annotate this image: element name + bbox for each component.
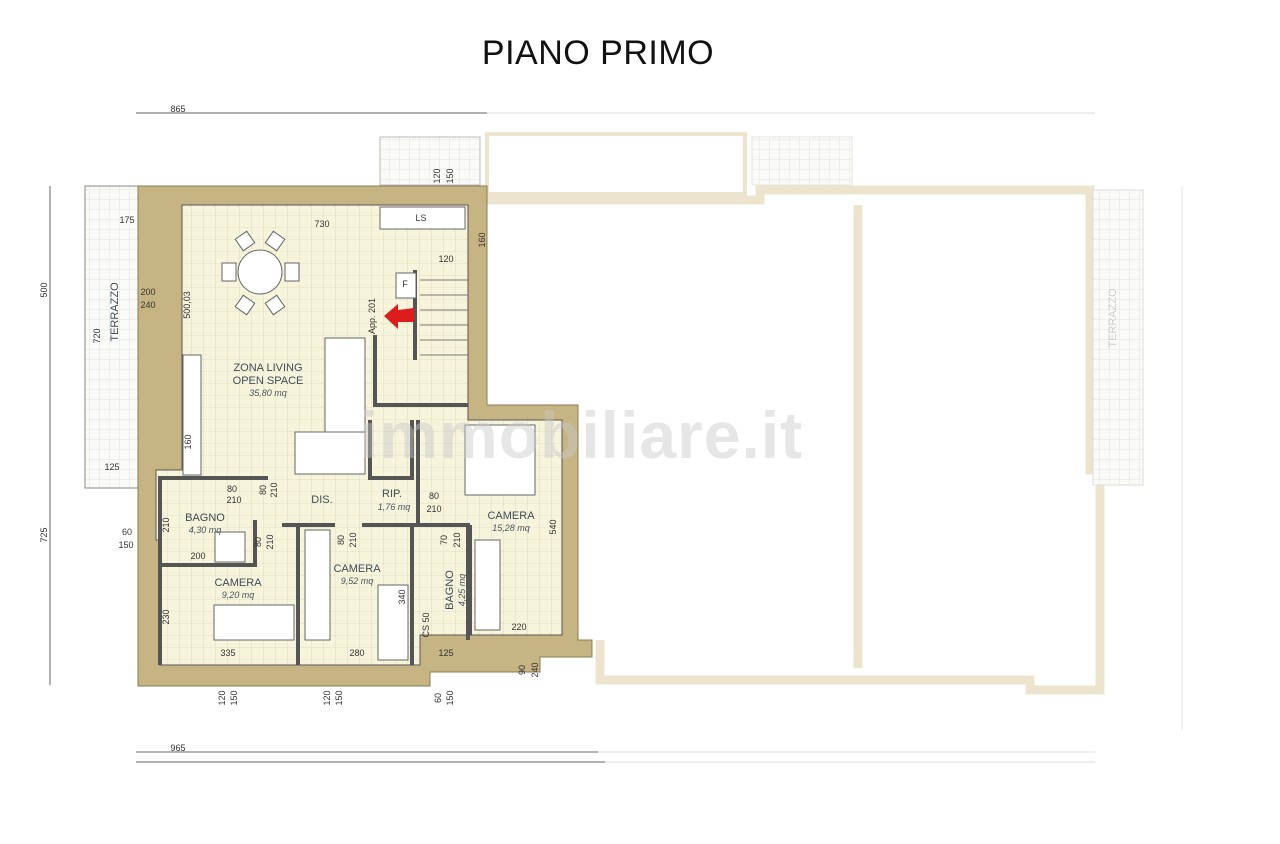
dim-door-h: 210 (348, 532, 358, 548)
interior-walls (158, 270, 472, 665)
room-living-area: 35,80 mq (249, 388, 287, 398)
dim-living-w: 730 (314, 219, 330, 229)
dim-window: 120 (322, 690, 332, 706)
apartment-number: App. 201 (367, 297, 377, 335)
dim-living-h: 500,03 (182, 291, 192, 319)
dim-bagno-200: 200 (190, 551, 206, 561)
fridge-label: F (402, 279, 408, 289)
cs-label: CS 50 (421, 612, 431, 638)
dim-top-total: 865 (170, 104, 186, 114)
dim-door-w: 80 (336, 534, 346, 546)
dim-kitchen-120: 120 (438, 254, 454, 264)
dim-bagno-210: 210 (161, 517, 171, 533)
dim-left-60: 60 (121, 527, 133, 537)
dim-top-win-a: 120 (432, 168, 442, 184)
dim-cam2-335: 335 (220, 648, 236, 658)
balcony-right (751, 136, 853, 186)
dim-terr-len: 720 (92, 328, 102, 344)
dimension-lines (49, 112, 1183, 763)
dim-left-upper: 500 (39, 282, 49, 298)
room-bagno2-name: BAGNO (444, 570, 456, 610)
stairs (420, 279, 468, 356)
dim-window: 120 (217, 690, 227, 706)
dim-cam2-230: 230 (161, 609, 171, 625)
dim-cam3-280: 280 (349, 648, 365, 658)
room-camera3-name: CAMERA (333, 563, 381, 575)
right-terrace (1092, 189, 1144, 486)
room-bagno2-area: 4,25 mq (457, 573, 467, 607)
dim-left-150: 150 (118, 540, 134, 550)
dim-window: 60 (433, 692, 443, 704)
dim-door-h: 210 (226, 495, 242, 505)
watermark: immobiliare.it (360, 398, 804, 472)
dim-door-w: 70 (439, 534, 449, 546)
entry-arrow-icon (384, 304, 414, 329)
dim-window: 90 (517, 664, 527, 676)
dim-terr-bottom: 125 (104, 462, 120, 472)
dim-top-win-b: 150 (445, 168, 455, 184)
dim-window: 150 (334, 690, 344, 706)
room-camera1-area: 15,28 mq (492, 523, 530, 533)
dim-left-lower: 725 (39, 527, 49, 543)
dim-cam-540: 540 (548, 519, 558, 535)
furniture (182, 206, 536, 661)
dim-kitchen-160: 160 (477, 232, 487, 248)
dim-bottom-total: 965 (170, 743, 186, 753)
terrace-right-label: TERRAZZO (1107, 288, 1119, 348)
room-living-name1: ZONA LIVING (233, 362, 303, 374)
dim-living-160: 160 (183, 434, 193, 450)
dim-door-h: 210 (265, 534, 275, 550)
room-rip-area: 1,76 mq (377, 502, 411, 512)
room-bagno1-name: BAGNO (185, 512, 225, 524)
dim-window: 150 (229, 690, 239, 706)
dim-door-w: 80 (253, 536, 263, 548)
dim-door-h: 210 (269, 482, 279, 498)
room-dis-name: DIS. (311, 494, 333, 506)
dim-window: 240 (530, 662, 540, 678)
dim-terr-w: 175 (119, 215, 135, 225)
dim-cam-220: 220 (511, 622, 527, 632)
dim-door-w: 80 (428, 491, 440, 501)
page-title: PIANO PRIMO (481, 34, 715, 72)
dim-door-h: 210 (426, 504, 442, 514)
dim-win-b: 240 (140, 300, 156, 310)
dim-door-w: 80 (226, 484, 238, 494)
room-rip-name: RIP. (382, 488, 402, 500)
sink-label: LS (415, 213, 427, 223)
room-camera1-name: CAMERA (487, 510, 535, 522)
terrace-left-label: TERRAZZO (109, 282, 121, 342)
room-camera2-area: 9,20 mq (221, 590, 255, 600)
balcony-left (379, 136, 481, 186)
dim-bagno2-125: 125 (438, 648, 454, 658)
dim-window: 150 (445, 690, 455, 706)
room-camera3-area: 9,52 mq (340, 576, 374, 586)
room-living-name2: OPEN SPACE (232, 375, 304, 387)
room-bagno1-area: 4,30 mq (188, 525, 222, 535)
dim-win-a: 200 (140, 287, 156, 297)
room-camera2-name: CAMERA (214, 577, 262, 589)
left-terrace (84, 185, 141, 489)
dim-door-h: 210 (452, 532, 462, 548)
dim-cam3-340: 340 (397, 589, 407, 605)
